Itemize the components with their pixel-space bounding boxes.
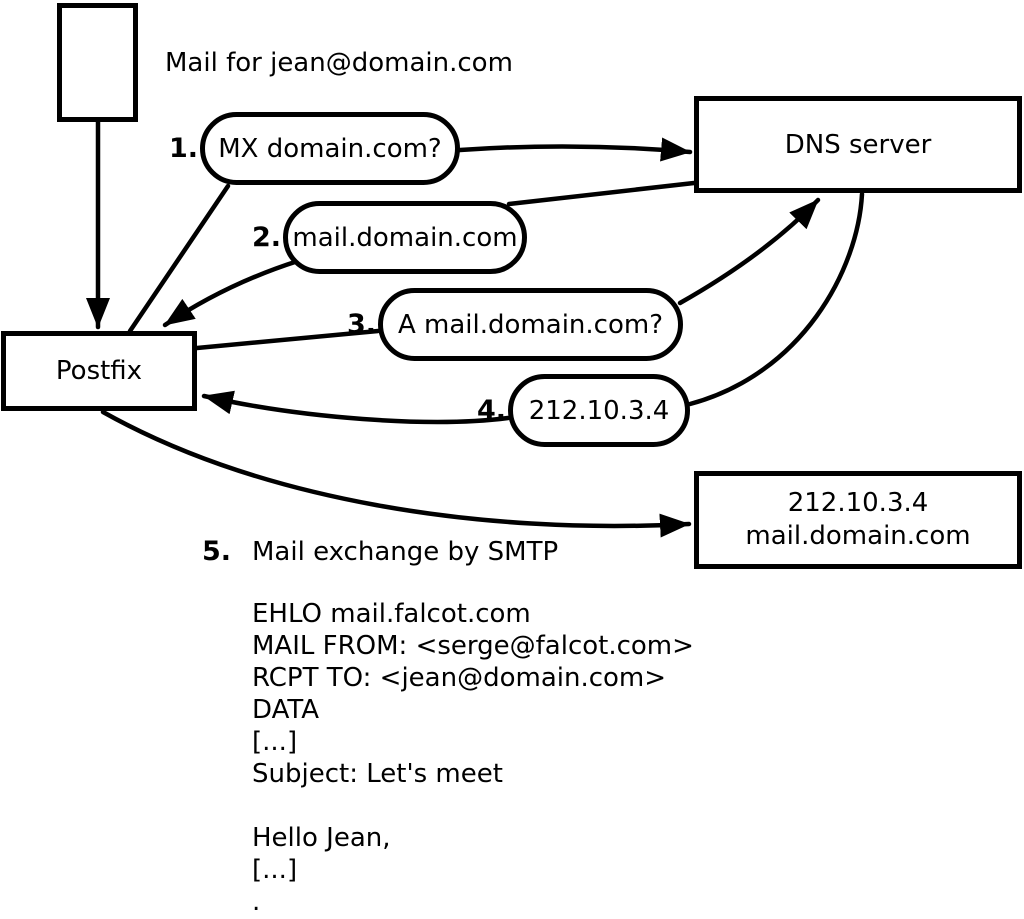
line-dns-to-reply4 <box>687 191 865 407</box>
arrow-query3-to-dns <box>677 197 821 306</box>
arrow-postfix-to-mailserver <box>100 409 692 538</box>
step-4-reply-label: 212.10.3.4 <box>528 395 670 426</box>
arrow-query1-to-dns <box>457 137 693 162</box>
step-1-query-bubble: MX domain.com? <box>200 112 460 185</box>
step-2-reply-bubble: mail.domain.com <box>283 201 527 274</box>
mail-caption: Mail for jean@domain.com <box>165 48 513 78</box>
mail-message-box <box>57 3 138 122</box>
postfix-node: Postfix <box>1 331 197 411</box>
arrow-reply2-to-postfix <box>162 258 301 328</box>
mail-server-node: 212.10.3.4 mail.domain.com <box>694 471 1022 569</box>
smtp-line-ellipsis-1: [...] <box>252 727 298 757</box>
mail-server-hostname: mail.domain.com <box>745 521 971 551</box>
step-2-reply-label: mail.domain.com <box>292 222 518 253</box>
step-3-query-label: A mail.domain.com? <box>398 309 663 340</box>
dns-server-label: DNS server <box>784 129 932 160</box>
smtp-line-subject: Subject: Let's meet <box>252 759 503 789</box>
step-3-number: 3. <box>346 309 376 340</box>
mail-server-ip: 212.10.3.4 <box>787 488 929 518</box>
line-postfix-to-query1 <box>127 183 231 334</box>
smtp-line-ehlo: EHLO mail.falcot.com <box>252 599 531 629</box>
postfix-label: Postfix <box>55 356 143 386</box>
line-postfix-to-query3 <box>194 328 381 351</box>
smtp-line-rcpt-to: RCPT TO: <jean@domain.com> <box>252 663 667 693</box>
step-5-number: 5. <box>201 536 231 567</box>
smtp-line-data: DATA <box>252 695 319 725</box>
step-3-query-bubble: A mail.domain.com? <box>378 288 683 361</box>
smtp-line-end-dot: . <box>252 887 261 917</box>
step-1-number: 1. <box>168 133 198 164</box>
step-4-number: 4. <box>476 395 506 426</box>
smtp-line-mail-from: MAIL FROM: <serge@falcot.com> <box>252 631 694 661</box>
line-dns-to-reply2 <box>506 180 697 207</box>
smtp-line-hello: Hello Jean, <box>252 823 391 853</box>
smtp-line-blank <box>252 790 694 822</box>
smtp-transcript: EHLO mail.falcot.com MAIL FROM: <serge@f… <box>252 598 694 918</box>
dns-server-node: DNS server <box>694 96 1022 193</box>
smtp-line-ellipsis-2: [...] <box>252 855 298 885</box>
step-2-number: 2. <box>251 222 281 253</box>
arrow-reply4-to-postfix <box>201 390 511 425</box>
step-4-reply-bubble: 212.10.3.4 <box>508 374 690 447</box>
step-1-query-label: MX domain.com? <box>218 133 442 164</box>
step-5-label: Mail exchange by SMTP <box>252 537 559 567</box>
